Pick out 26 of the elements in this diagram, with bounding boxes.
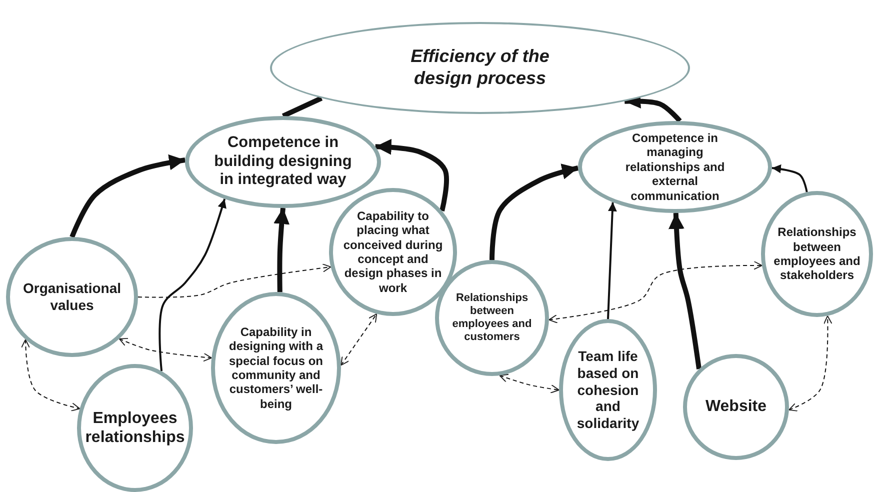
node-text: Employees relationships (84, 408, 186, 448)
node-text: Competence in building designing in integrated way (213, 134, 353, 190)
node-text: Efficiency of the design process (410, 46, 550, 90)
arrow (490, 164, 579, 260)
arrow (70, 154, 186, 238)
node-text: Relationships between employees and stakeholders (772, 225, 862, 283)
arrow (607, 202, 617, 320)
dashed-arrow (138, 263, 332, 298)
arrow (274, 208, 290, 292)
arrow (772, 164, 808, 192)
node-text: Website (704, 397, 768, 417)
dashed-arrow (21, 339, 80, 412)
node-text: Capability to placing what conceived during concept and design phases in work (342, 208, 444, 296)
dashed-arrow (340, 313, 378, 366)
arrow (158, 198, 226, 372)
dashed-arrow (788, 315, 832, 412)
dashed-arrow (499, 374, 560, 394)
node-text: Team life based on cohesion and solidarity (576, 348, 640, 432)
node-text: Organisational values (22, 280, 122, 314)
dashed-arrow (548, 260, 762, 324)
arrow (668, 212, 702, 370)
dashed-arrow (118, 338, 212, 362)
node-text: Relationships between employees and customers (451, 292, 533, 344)
connector-line (282, 96, 323, 118)
node-text: Competence in managing relationships and external communication (624, 131, 726, 203)
node-text: Capability in designing with a special focus on community and customers’ well-being (228, 324, 324, 412)
